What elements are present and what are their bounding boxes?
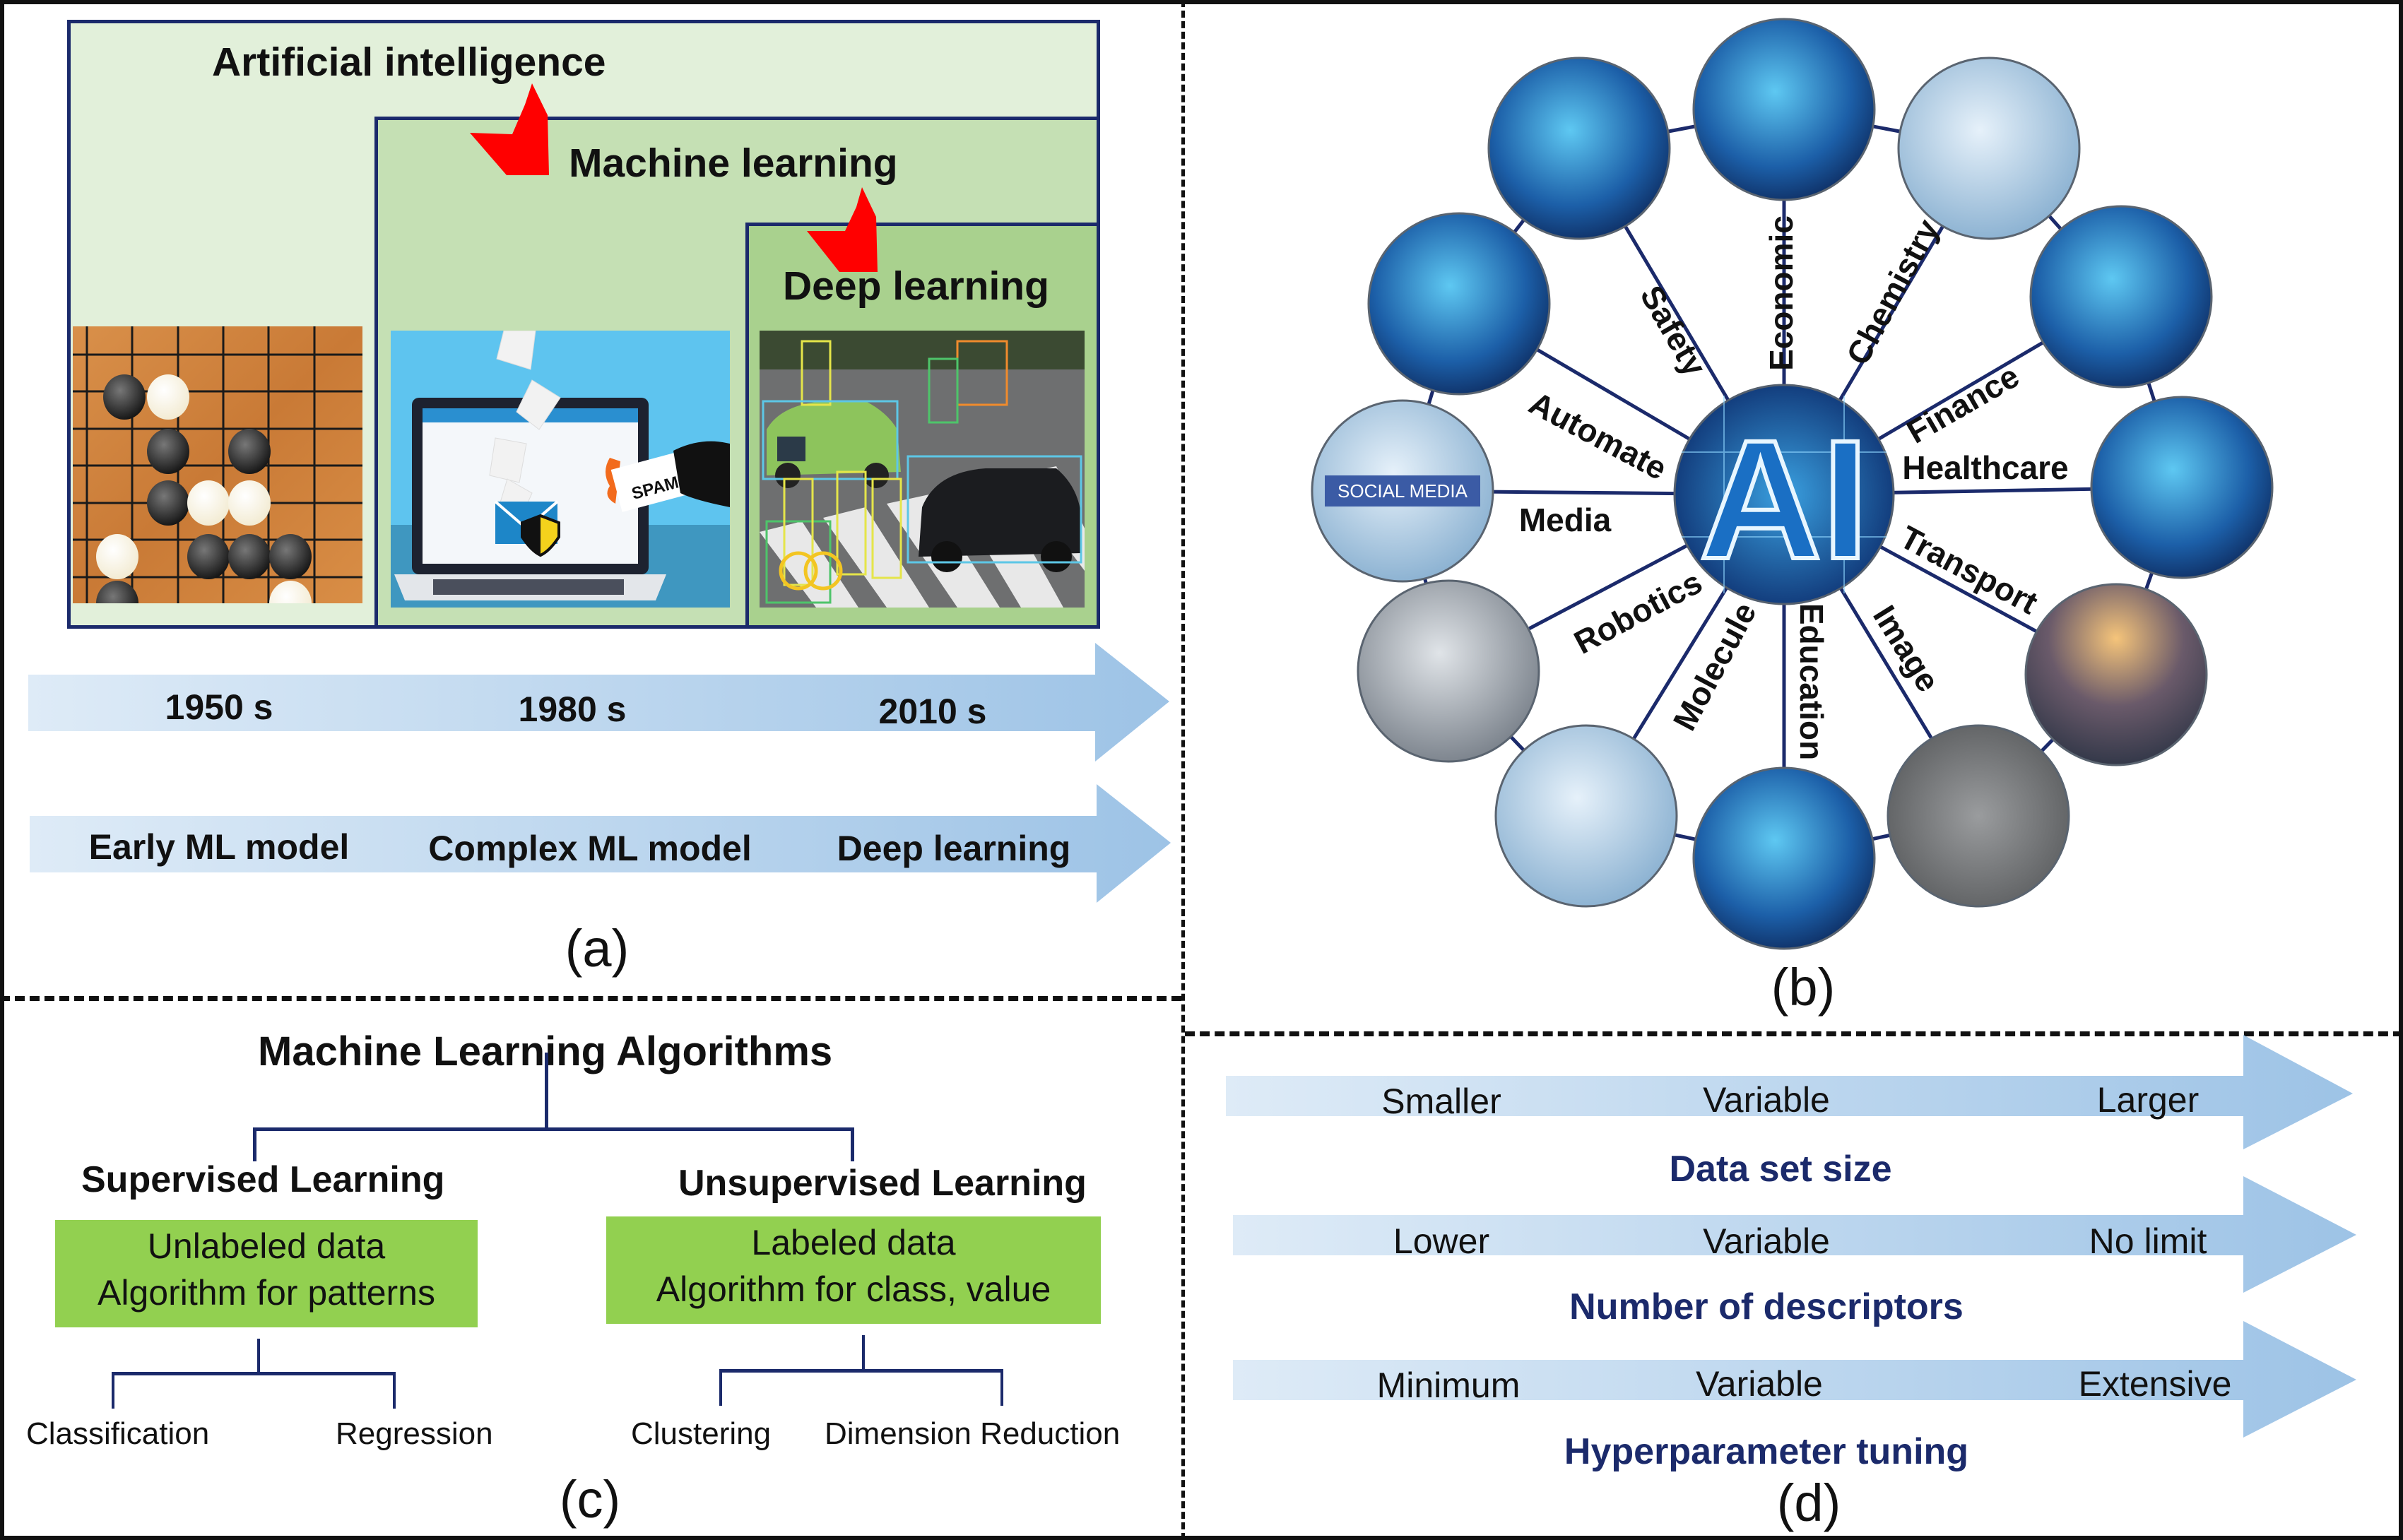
spoke-label-finance: Finance <box>1901 357 2026 451</box>
leaf-regression: Regression <box>336 1416 493 1451</box>
go-board-image <box>73 326 362 603</box>
spam-filter-image: SPAM <box>391 331 730 608</box>
dl-box-title: Deep learning <box>783 263 1049 309</box>
timeline-stage-early: Early ML model <box>88 827 350 867</box>
panel-a-label: (a) <box>565 919 630 978</box>
street-object-detection-image <box>1887 724 2070 908</box>
tree-line-root-h <box>253 1127 854 1131</box>
descriptors-variable: Variable <box>1703 1221 1830 1261</box>
spoke-label-media: Media <box>1519 502 1612 538</box>
tuning-minimum: Minimum <box>1376 1366 1521 1405</box>
ml-box-title: Machine learning <box>569 141 898 186</box>
tree-line-regression <box>393 1372 396 1409</box>
unsupervised-box-line-2: Algorithm for class, value <box>656 1269 1051 1309</box>
timeline-year-1950s: 1950 s <box>165 687 273 727</box>
tree-line-clustering <box>719 1369 722 1406</box>
stock-charts-image <box>2029 205 2213 389</box>
spoke-label-healthcare: Healthcare <box>1902 449 2068 486</box>
medical-hologram-image <box>2090 396 2274 579</box>
supervised-box-line-1: Unlabeled data <box>147 1226 386 1266</box>
leaf-clustering: Clustering <box>631 1416 772 1451</box>
vertical-divider <box>1181 0 1185 1540</box>
panel-b-label: (b) <box>1771 958 1836 1017</box>
supervised-box-line-2: Algorithm for patterns <box>98 1273 435 1313</box>
tuning-variable: Variable <box>1696 1364 1823 1404</box>
molecular-lab-image <box>1494 724 1678 908</box>
digital-lock-image <box>1487 57 1671 240</box>
gears-image <box>1357 579 1540 763</box>
spoke-label-chemistry: Chemistry <box>1839 213 1947 370</box>
years-timeline-arrow <box>28 643 1169 762</box>
dataset-smaller: Smaller <box>1381 1082 1501 1121</box>
spoke-label-economic: Economic <box>1763 215 1800 371</box>
panel-c-label: (c) <box>559 1470 621 1529</box>
spoke-label-education: Education <box>1793 603 1830 760</box>
leaf-classification: Classification <box>26 1416 210 1451</box>
tree-line-sup-h <box>112 1372 396 1375</box>
autonomous-road-image <box>1367 212 1551 396</box>
tree-line-root <box>545 1053 548 1130</box>
digital-sphere-image <box>1692 766 1876 950</box>
ai-center-text: AI <box>1699 405 1869 594</box>
tree-line-sup-down <box>257 1339 260 1375</box>
tree-line-unsup-h <box>719 1369 1003 1373</box>
unsupervised-box-line-1: Labeled data <box>751 1223 956 1262</box>
tree-line-dimension <box>1000 1369 1003 1406</box>
hyperparameter-tuning-caption: Hyperparameter tuning <box>1564 1431 1969 1472</box>
stages-timeline-arrow <box>30 784 1171 903</box>
digital-economy-image <box>1692 18 1876 201</box>
descriptors-lower: Lower <box>1393 1221 1490 1261</box>
street-detection-image <box>760 331 1085 608</box>
timeline-year-2010s: 2010 s <box>878 692 987 731</box>
red-arrow-ai-to-ml <box>470 83 549 175</box>
timeline-stage-deep: Deep learning <box>837 829 1071 868</box>
horizontal-divider-right <box>1185 1031 2403 1036</box>
data-set-size-caption: Data set size <box>1669 1149 1892 1190</box>
spoke-label-robotics: Robotics <box>1568 563 1708 661</box>
ai-center-node: AI <box>1673 384 1895 605</box>
supervised-title: Supervised Learning <box>81 1159 445 1200</box>
tree-line-unsup <box>851 1127 854 1161</box>
red-arrow-ml-to-dl <box>807 187 878 272</box>
hyperparameter-tuning-arrow <box>1233 1321 2356 1438</box>
spoke-label-automate: Automate <box>1523 384 1673 487</box>
tree-line-unsup-down <box>862 1335 865 1372</box>
tuning-extensive: Extensive <box>2078 1364 2232 1404</box>
unsupervised-box: Labeled data Algorithm for class, value <box>606 1216 1101 1324</box>
timeline-year-1980s: 1980 s <box>518 689 627 729</box>
city-highway-image <box>2024 583 2208 766</box>
horizontal-divider-left <box>0 996 1181 1001</box>
tree-line-classification <box>112 1372 114 1409</box>
leaf-dimension-reduction: Dimension Reduction <box>825 1416 1121 1451</box>
tree-line-sup <box>253 1127 256 1161</box>
timeline-stage-complex: Complex ML model <box>428 829 752 868</box>
number-of-descriptors-caption: Number of descriptors <box>1569 1286 1964 1327</box>
spoke-label-safety: Safety <box>1633 279 1713 382</box>
number-of-descriptors-arrow <box>1233 1176 2356 1293</box>
lab-glassware-image <box>1897 57 2081 240</box>
dataset-variable: Variable <box>1703 1080 1830 1120</box>
spoke-label-transport: Transport <box>1894 519 2044 622</box>
dataset-larger: Larger <box>2096 1080 2200 1120</box>
ai-application-wheel: SOCIAL MEDIA AI Economic ChemistryFinance… <box>1311 18 2274 950</box>
panel-d-label: (d) <box>1776 1474 1841 1532</box>
social-media-banner <box>1325 475 1480 507</box>
unsupervised-title: Unsupervised Learning <box>678 1163 1087 1204</box>
descriptors-no-limit: No limit <box>2089 1221 2207 1261</box>
data-set-size-arrow <box>1226 1035 2353 1149</box>
ai-box-title: Artificial intelligence <box>212 40 606 85</box>
supervised-box: Unlabeled data Algorithm for patterns <box>55 1220 478 1327</box>
social-media-banner-text: SOCIAL MEDIA <box>1338 480 1468 502</box>
